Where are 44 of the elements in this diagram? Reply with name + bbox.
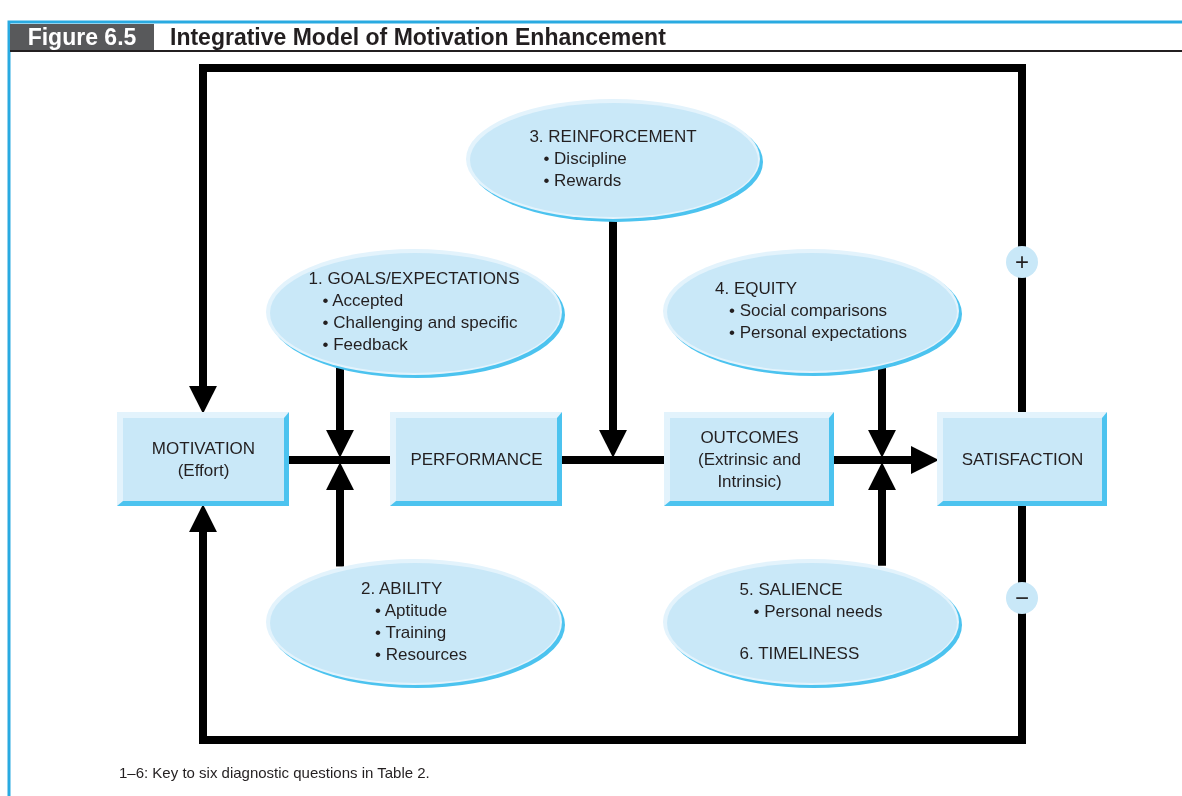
node-heading: 1. GOALS/EXPECTATIONS: [308, 268, 520, 290]
arrow: [834, 446, 939, 474]
bullet-item: • Discipline: [543, 148, 627, 170]
connector-line: [289, 456, 390, 464]
bullet-item: • Feedback: [322, 334, 408, 356]
arrow: [326, 462, 354, 567]
bullet-item: • Personal needs: [753, 601, 883, 623]
bullet-item: • Aptitude: [375, 600, 448, 622]
bullet-item: • Accepted: [322, 290, 404, 312]
node-label: SATISFACTION: [961, 448, 1084, 471]
bullet-item: • Rewards: [543, 170, 622, 192]
ellipse-node: [660, 246, 962, 376]
bullet-item: • Challenging and specific: [322, 312, 518, 334]
process-box: [937, 412, 1107, 506]
bullet-item: • Training: [375, 622, 447, 644]
edge-label: +: [1006, 246, 1038, 278]
process-box: [664, 412, 834, 506]
node-heading: 3. REINFORCEMENT: [529, 126, 697, 148]
ellipse-node: [463, 96, 763, 222]
node-heading: 2. ABILITY: [361, 578, 443, 600]
node-label: PERFORMANCE: [410, 448, 543, 471]
node-label: OUTCOMES (Extrinsic and Intrinsic): [697, 426, 802, 493]
bullet-item: • Resources: [375, 644, 467, 666]
process-box: [117, 412, 289, 506]
bullet-item: • Social comparisons: [729, 300, 888, 322]
connector-line: [562, 456, 664, 464]
node-label: MOTIVATION (Effort): [150, 437, 257, 482]
arrow: [326, 365, 354, 458]
process-box: [390, 412, 562, 506]
figure-title: Integrative Model of Motivation Enhancement: [170, 24, 666, 50]
arrow: [189, 64, 1026, 414]
figure-number: Figure 6.5: [10, 24, 154, 50]
ellipse-node: [263, 246, 565, 378]
arrow: [189, 504, 1026, 744]
ellipse-node: [660, 556, 962, 688]
edge-label: −: [1006, 582, 1038, 614]
bullet-item: • Personal expectations: [729, 322, 907, 344]
node-heading: 5. SALIENCE: [739, 579, 843, 601]
footnote: 1–6: Key to six diagnostic questions in Table 2.: [119, 763, 430, 783]
arrow: [868, 462, 896, 566]
node-heading: 4. EQUITY: [715, 278, 798, 300]
node-heading: 6. TIMELINESS: [739, 643, 860, 665]
arrow: [599, 219, 627, 458]
ellipse-node: [263, 556, 565, 688]
